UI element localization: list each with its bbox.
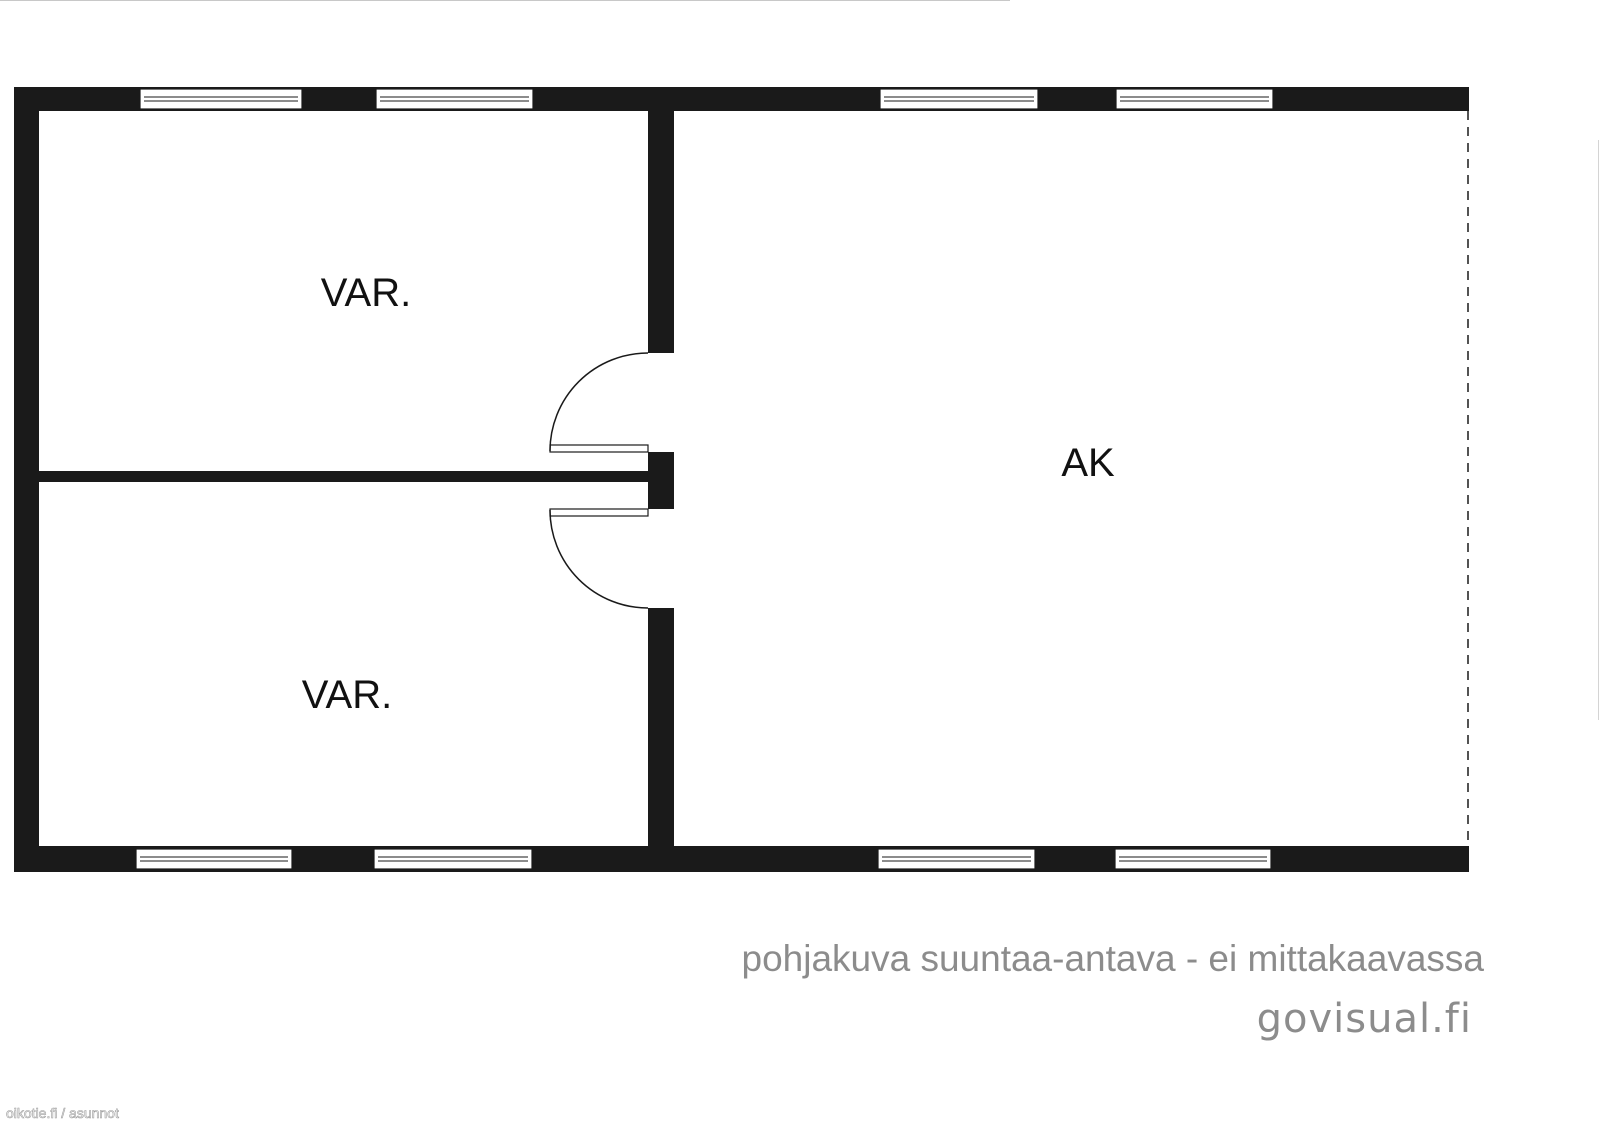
wall-partition-middle [648,452,674,509]
wall-storage-divider [39,471,648,482]
window [1114,848,1272,870]
door-swing-arc [549,509,649,609]
window [375,88,534,110]
disclaimer-text: pohjakuva suuntaa-antava - ei mittakaava… [741,938,1485,979]
window [1115,88,1274,110]
door-leaf [549,508,649,517]
door-top-storage [549,352,649,453]
watermark: oikotie.fi / asunnot [6,1105,119,1122]
scan-edge-top [0,0,1010,1]
wall-right-stub-top [1466,87,1469,111]
wall-partition-upper [648,87,674,353]
window [879,88,1039,110]
door-swing-arc [549,352,649,452]
interior-walls [39,87,674,872]
windows-top [139,88,1274,110]
room-label-storage-top: VAR. [321,271,411,315]
windows-bottom [135,848,1272,870]
door-leaf [549,444,649,453]
window [135,848,293,870]
window [139,88,303,110]
brand-logo-text: govisual.fi [1256,996,1472,1042]
room-label-storage-bottom: VAR. [302,673,392,717]
door-bottom-storage [549,508,649,609]
room-label-large-room: AK [1061,441,1115,485]
scan-edge-right [1598,140,1599,720]
window [877,848,1036,870]
window [373,848,533,870]
wall-partition-lower [648,608,674,872]
wall-left [14,87,39,872]
